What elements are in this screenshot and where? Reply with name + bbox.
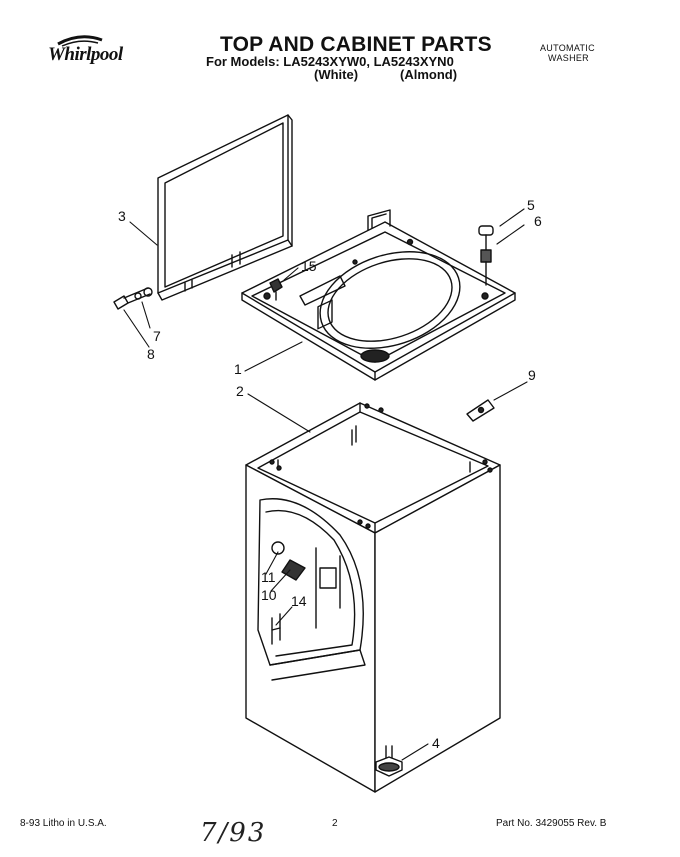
variant-almond: (Almond) xyxy=(400,67,458,82)
print-info: 8-93 Litho in U.S.A. xyxy=(20,818,107,829)
callout-7: 7 xyxy=(153,328,161,344)
page-title: TOP AND CABINET PARTS xyxy=(220,33,492,56)
brand-name: Whirlpool xyxy=(48,44,123,65)
hinge-screw xyxy=(113,287,153,310)
whirlpool-logo: Whirlpool xyxy=(48,34,158,80)
leveling-leg xyxy=(375,745,403,777)
model-numbers: For Models: LA5243XYW0, LA5243XYN0 xyxy=(206,54,454,69)
lid-panel xyxy=(157,114,293,301)
callout-4: 4 xyxy=(432,735,440,751)
category-line-2: WASHER xyxy=(548,53,589,63)
leader-lines xyxy=(123,208,528,761)
callout-10: 10 xyxy=(261,587,277,603)
page-number: 2 xyxy=(332,818,338,829)
category-line-1: AUTOMATIC xyxy=(540,43,595,53)
callout-5: 5 xyxy=(527,197,535,213)
callout-8: 8 xyxy=(147,346,155,362)
top-frame xyxy=(241,209,516,381)
callout-1: 1 xyxy=(234,361,242,377)
callout-2: 2 xyxy=(236,383,244,399)
handwritten-date: 7/93 xyxy=(200,818,267,848)
callout-6: 6 xyxy=(534,213,542,229)
callout-3: 3 xyxy=(118,208,126,224)
callout-11: 11 xyxy=(261,569,276,585)
callout-15: 15 xyxy=(301,258,317,274)
callout-labels: 3 5 6 15 7 8 1 2 9 11 10 14 4 xyxy=(118,197,542,751)
bolt-and-bumper xyxy=(478,225,494,286)
callout-14: 14 xyxy=(291,593,307,609)
part-number: Part No. 3429055 Rev. B xyxy=(496,818,607,829)
bracket-9 xyxy=(466,399,495,422)
cabinet xyxy=(245,299,501,793)
logo-swoosh-icon xyxy=(57,35,103,47)
variant-white: (White) xyxy=(314,67,359,82)
clip-15 xyxy=(269,278,283,301)
callout-9: 9 xyxy=(528,367,536,383)
